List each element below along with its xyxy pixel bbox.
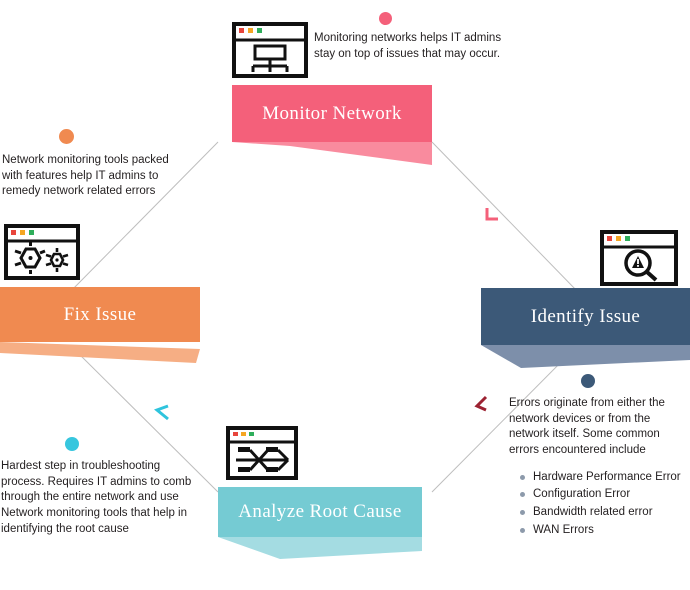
arrow-identify-to-analyze [474,395,488,412]
fix-issue-shadow [0,342,200,363]
fishbone-diagram-icon [226,426,298,485]
arrow-monitor-to-identify [485,208,498,221]
note-fix: Network monitoring tools packed with fea… [2,153,174,200]
analyze-root-cause-shadow [218,537,422,559]
list-item: Configuration Error [520,486,690,504]
list-item: Hardware Performance Error [520,469,690,487]
list-item: Bandwidth related error [520,504,690,522]
note-dot-monitor [379,12,392,25]
stage-analyze-root-cause[interactable]: Analyze Root Cause [218,487,422,567]
note-identify: Errors originate from either the network… [509,396,690,540]
note-monitor-text: Monitoring networks helps IT admins stay… [314,32,502,60]
monitor-network-box[interactable]: Monitor Network [232,85,432,142]
note-analyze: Hardest step in troubleshooting process.… [1,459,193,537]
note-identify-text: Errors originate from either the network… [509,397,665,456]
note-analyze-text: Hardest step in troubleshooting process.… [1,460,192,535]
identify-issue-label: Identify Issue [530,305,641,327]
magnifier-warning-icon [600,230,678,291]
stage-identify-issue[interactable]: Identify Issue [481,288,690,368]
monitor-network-label: Monitor Network [262,102,402,124]
identify-issue-box[interactable]: Identify Issue [481,288,690,345]
analyze-root-cause-box[interactable]: Analyze Root Cause [218,487,422,537]
fix-issue-box[interactable]: Fix Issue [0,287,200,342]
note-dot-identify [581,374,595,388]
identify-issue-shadow [481,345,690,368]
list-item: WAN Errors [520,522,690,540]
line-monitor-identify [431,141,579,293]
fix-issue-label: Fix Issue [63,303,137,325]
note-fix-text: Network monitoring tools packed with fea… [2,154,169,198]
note-monitor: Monitoring networks helps IT admins stay… [314,31,504,62]
identify-error-list: Hardware Performance Error Configuration… [509,469,690,540]
stage-fix-issue[interactable]: Fix Issue [0,287,200,367]
network-topology-icon [232,22,308,83]
stage-monitor-network[interactable]: Monitor Network [232,85,432,165]
gears-icon [4,224,80,285]
note-dot-fix [59,129,74,144]
note-dot-analyze [65,437,79,451]
arrow-analyze-to-fix [154,404,169,421]
analyze-root-cause-label: Analyze Root Cause [238,501,402,522]
